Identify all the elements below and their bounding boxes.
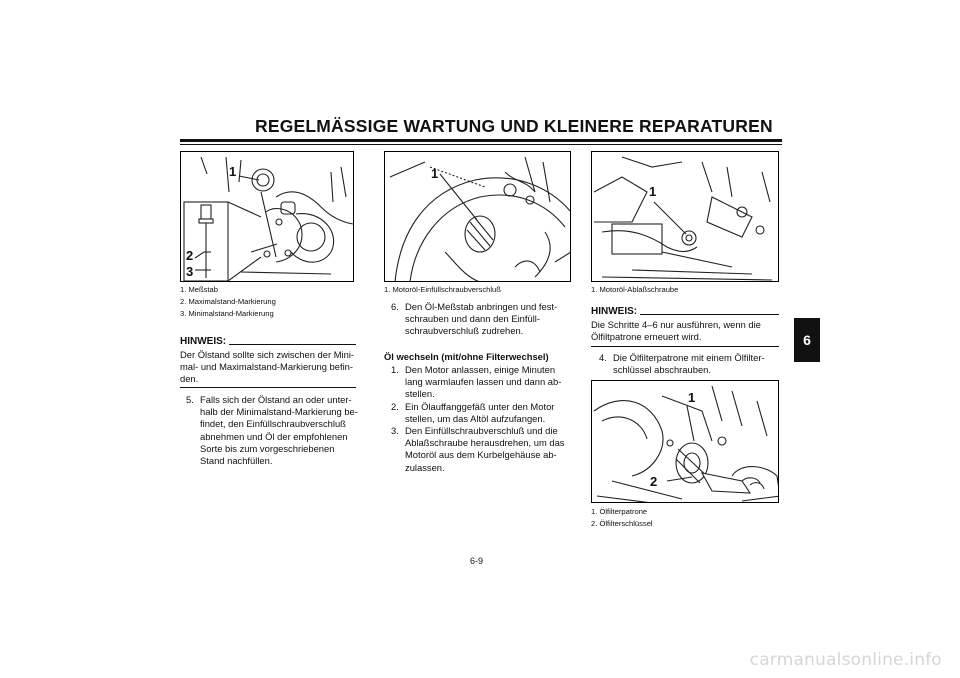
caption-item: 2. Maximalstand-Markierung — [180, 297, 276, 306]
text-line: Ölfiltpatrone erneuert wird. — [591, 331, 702, 343]
caption-item: 1. Ölfilterpatrone — [591, 507, 648, 516]
step-item: 2. Ein Ölauffanggefäß unter den Motor st… — [391, 401, 581, 425]
hinweis-text: Die Schritte 4–6 nur ausführen, wenn die… — [591, 319, 781, 343]
figure-4-caption: 1. Ölfilterpatrone 2. Ölfilterschlüssel — [591, 506, 653, 530]
figure-filler-cap: 1 — [384, 151, 571, 282]
step-item: 3. Den Einfüllschraubverschluß und die A… — [391, 425, 581, 474]
figure-oil-filter: 1 2 — [591, 380, 779, 503]
drain-bolt-illustration — [593, 156, 773, 281]
text-line: Motoröl aus dem Kurbelgehäuse ab- — [405, 449, 557, 461]
text-line: Der Ölstand sollte sich zwischen der Min… — [180, 349, 355, 360]
step-number: 1. — [391, 364, 399, 375]
caption-item: 3. Minimalstand-Markierung — [180, 309, 274, 318]
text-line: schrauben und dann den Einfüll- — [405, 313, 540, 325]
text-line: abnehmen und Öl der empfohlenen — [200, 430, 348, 442]
hinweis-end-rule — [591, 346, 779, 347]
oil-change-steps: 1. Den Motor anlassen, einige Minuten la… — [391, 364, 581, 474]
caption-item: 2. Ölfilterschlüssel — [591, 519, 653, 528]
callout-2: 2 — [186, 248, 194, 263]
chapter-tab: 6 — [794, 318, 820, 362]
step-number: 5. — [186, 394, 194, 405]
text-line: Den Öl-Meßstab anbringen und fest- — [405, 301, 558, 312]
text-line: stellen. — [405, 388, 435, 400]
text-line: Sorte bis zum vorgeschriebenen — [200, 442, 335, 454]
figure-drain-bolt: 1 — [591, 151, 779, 282]
callout-1: 1 — [229, 164, 237, 179]
hinweis-text: Der Ölstand sollte sich zwischen der Min… — [180, 349, 358, 386]
text-line: Stand nachfüllen. — [200, 455, 273, 467]
text-line: halb der Minimalstand-Markierung be- — [200, 406, 358, 418]
caption-item: 1. Motoröl-Ablaßschraube — [591, 285, 679, 294]
callout-3: 3 — [186, 264, 194, 279]
text-line: schlüssel abschrauben. — [613, 364, 711, 376]
figure-2-caption: 1. Motoröl-Einfüllschraubverschluß — [384, 284, 501, 296]
step-item: 1. Den Motor anlassen, einige Minuten la… — [391, 364, 581, 401]
step-5: 5. Falls sich der Ölstand an oder unter-… — [186, 394, 364, 467]
callout-2: 2 — [650, 474, 658, 489]
text-line: Den Motor anlassen, einige Minuten — [405, 364, 556, 375]
caption-item: 1. Motoröl-Einfüllschraubverschluß — [384, 285, 501, 294]
step-number: 4. — [599, 352, 607, 363]
figure-1-caption: 1. Meßstab 2. Maximalstand-Markierung 3.… — [180, 284, 276, 320]
callout-1: 1 — [431, 166, 439, 181]
text-line: zulassen. — [405, 461, 445, 473]
callout-1: 1 — [688, 390, 696, 405]
filler-cap-illustration — [389, 156, 570, 281]
page-number: 6-9 — [470, 556, 484, 566]
header-rule — [180, 139, 782, 142]
hinweis-label: HINWEIS: — [591, 306, 638, 317]
text-line: findet, den Einfüllschraubverschluß — [200, 418, 346, 430]
step-4: 4. Die Ölfilterpatrone mit einem Ölfilte… — [599, 352, 785, 376]
step-number: 3. — [391, 425, 399, 437]
page-title: REGELMÄSSIGE WARTUNG UND KLEINERE REPARA… — [255, 116, 773, 136]
text-line: Ein Ölauffanggefäß unter den Motor — [405, 400, 555, 412]
step-6: 6. Den Öl-Meßstab anbringen und fest- sc… — [391, 301, 581, 338]
callout-1: 1 — [649, 184, 657, 199]
figure-dipstick: 1 2 3 — [180, 151, 354, 282]
text-line: mal- und Maximalstand-Markierung befin- — [180, 361, 353, 373]
text-line: Ablaßschraube herausdrehen, um das — [405, 437, 565, 449]
text-line: Die Ölfilterpatrone mit einem Ölfilter- — [613, 352, 765, 363]
watermark: carmanualsonline.info — [749, 650, 942, 670]
caption-item: 1. Meßstab — [180, 285, 218, 294]
hinweis-end-rule — [180, 387, 356, 388]
text-line: Den Einfüllschraubverschluß und die — [405, 425, 558, 437]
section-heading: Öl wechseln (mit/ohne Filterwechsel) — [384, 351, 549, 362]
hinweis-label: HINWEIS: — [180, 336, 227, 347]
text-line: schraubverschluß zudrehen. — [405, 325, 524, 337]
figure-3-caption: 1. Motoröl-Ablaßschraube — [591, 284, 678, 296]
step-number: 6. — [391, 301, 399, 312]
oil-filter-illustration — [593, 385, 778, 502]
dipstick-illustration — [183, 156, 353, 281]
hinweis-heading: HINWEIS: — [180, 336, 356, 347]
text-line: lang warmlaufen lassen und dann ab- — [405, 376, 562, 388]
text-line: Die Schritte 4–6 nur ausführen, wenn die — [591, 319, 761, 330]
hinweis-heading: HINWEIS: — [591, 306, 779, 317]
text-line: den. — [180, 373, 199, 385]
step-number: 2. — [391, 400, 399, 412]
text-line: stellen, um das Altöl aufzufangen. — [405, 412, 546, 424]
text-line: Falls sich der Ölstand an oder unter- — [200, 394, 352, 405]
header-rule-thin — [180, 144, 782, 145]
